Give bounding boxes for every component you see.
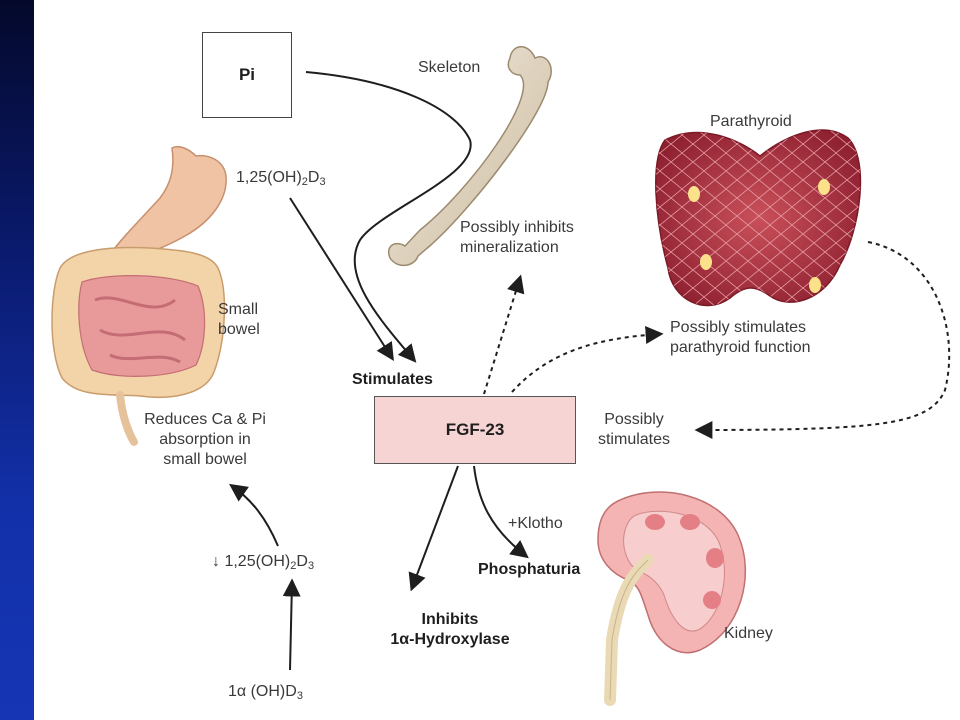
mineralization-label: Possibly inhibits mineralization [460,219,574,256]
phosphaturia-label: Phosphaturia [478,561,581,578]
parathyroid-label: Parathyroid [710,113,792,130]
fgf-to-hydroxylase-arrow [408,465,459,592]
stimulates-label: Stimulates [352,371,433,388]
parathyroid-feedback-dashed-arrow [694,241,951,439]
slide-sidebar [0,0,34,720]
skeleton-illustration [388,46,552,267]
parathyroid-function-label: Possibly stimulates parathyroid function [670,319,811,356]
pi-node: Pi [202,32,292,118]
parathyroid-illustration [655,129,862,307]
fgf-to-phosphaturia-arrow [473,465,529,559]
pi-to-fgf-arrow [305,71,472,363]
gut-illustration [51,145,227,446]
precursor-to-vitd-arrow [282,578,301,671]
fgf23-node: FGF-23 [374,396,576,464]
hydroxylase-label: Inhibits 1α-Hydroxylase [390,611,510,648]
kidney-label: Kidney [724,625,773,642]
reduces-absorption-label: Reduces Ca & Pi absorption in small bowe… [144,411,266,468]
vitd-precursor-label: 1α (OH)D3 [228,683,303,702]
kidney-illustration [597,491,746,706]
vitd-top-label: 1,25(OH)2D3 [236,169,326,188]
small-bowel-label: Small bowel [218,301,260,338]
klotho-label: +Klotho [508,515,563,532]
vitd-to-bowel-arrow [229,483,279,547]
vitd-to-fgf-arrow [289,197,394,362]
fgf-to-skeleton-dashed-arrow [483,274,525,395]
fgf-to-parathyroid-dashed-arrow [511,325,664,393]
possibly-stimulates-label: Possibly stimulates [597,411,671,448]
skeleton-label: Skeleton [418,59,481,76]
vitd-down-label: ↓ 1,25(OH)2D3 [212,553,315,572]
